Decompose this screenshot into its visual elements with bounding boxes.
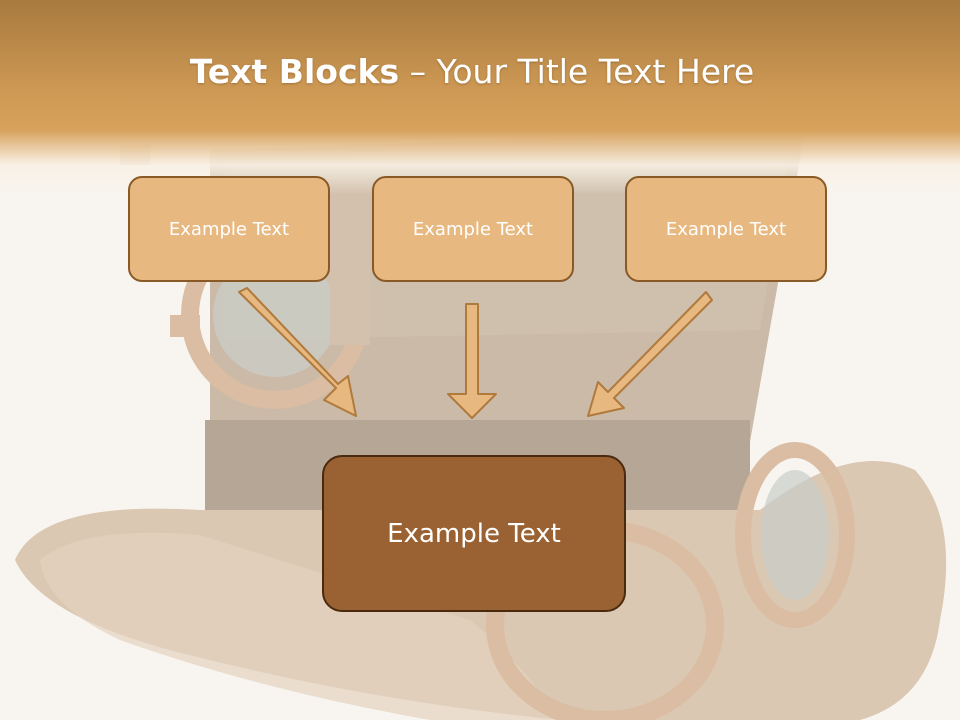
arrow-right-to-center xyxy=(587,291,713,417)
text-block-bottom[interactable]: Example Text xyxy=(322,455,626,612)
arrow-left-to-center xyxy=(238,287,357,417)
title-banner xyxy=(0,0,960,195)
text-block-top-right[interactable]: Example Text xyxy=(625,176,827,282)
text-block-top-center[interactable]: Example Text xyxy=(372,176,574,282)
arrow-center-down xyxy=(447,303,497,419)
slide-title: Text Blocks – Your Title Text Here xyxy=(0,52,944,91)
slide-title-rest: Your Title Text Here xyxy=(436,52,755,91)
slide-title-bold: Text Blocks xyxy=(189,52,400,91)
text-block-top-left[interactable]: Example Text xyxy=(128,176,330,282)
slide-title-separator: – xyxy=(399,52,437,91)
